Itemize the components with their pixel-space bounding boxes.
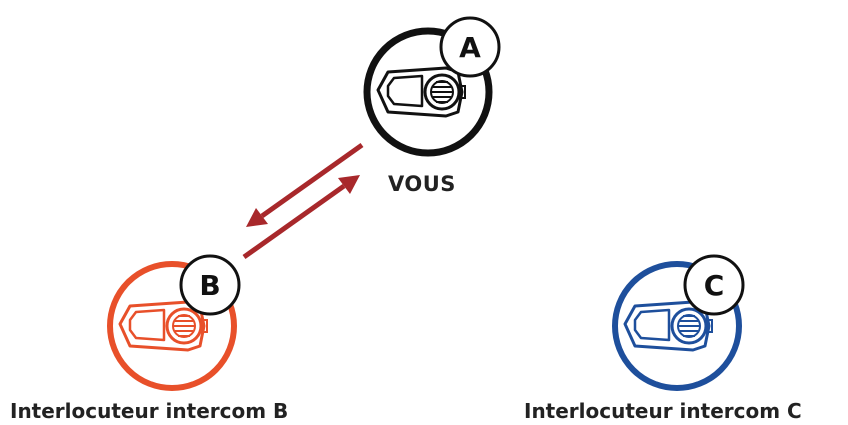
node-a-label: VOUS [388,172,456,196]
node-b-letter: B [199,269,220,302]
node-c-badge [683,254,745,316]
arrow-a-to-b [260,142,364,219]
node-a-letter: A [459,31,481,64]
node-b-badge [179,254,241,316]
node-b: B [107,254,241,391]
connection-arrows [242,142,364,260]
arrow-b-to-a-head [338,175,360,194]
node-c-letter: C [704,269,725,302]
arrow-b-to-a [242,183,346,260]
arrow-a-to-b-head [246,208,268,227]
node-a: A [363,16,501,157]
node-c-label: Interlocuteur intercom C [524,399,802,423]
node-b-label: Interlocuteur intercom B [10,399,289,423]
node-a-badge [439,16,501,78]
node-c: C [612,254,745,391]
